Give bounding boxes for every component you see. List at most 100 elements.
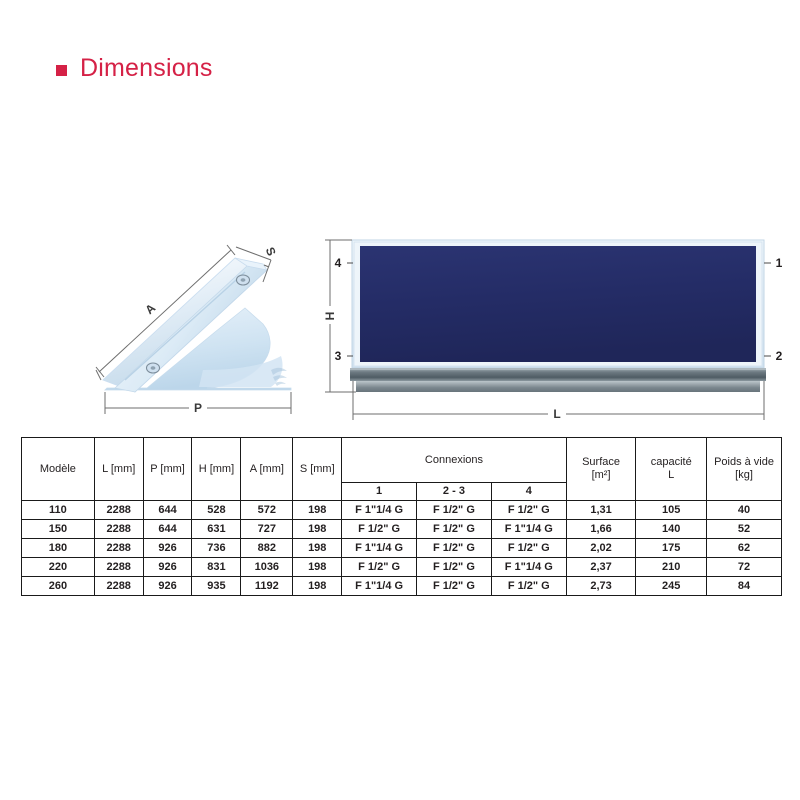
cell-capacite: 210 [635, 557, 708, 577]
header-conn-23: 2 - 3 [416, 482, 492, 501]
collector-panel-shape [102, 257, 268, 393]
cell-a: 1036 [240, 557, 294, 577]
cell-s: 198 [292, 557, 343, 577]
cell-p: 926 [142, 557, 193, 577]
cell-conn23: F 1/2" G [416, 519, 492, 539]
cell-surface: 1,66 [565, 519, 637, 539]
cell-h: 631 [191, 519, 242, 539]
dimension-label-h: H [323, 312, 337, 321]
cell-poids: 52 [706, 519, 782, 539]
header-poids-text: Poids à vide [714, 456, 774, 469]
cell-conn23: F 1/2" G [416, 557, 492, 577]
dimensions-table-container: Modèle L [mm] P [mm] H [mm] A [mm] S [mm… [21, 437, 782, 596]
cell-h: 831 [191, 557, 242, 577]
cell-conn1: F 1/2" G [341, 557, 418, 577]
cell-modele: 150 [21, 519, 95, 539]
cell-s: 198 [292, 538, 343, 558]
header-s: S [mm] [292, 437, 343, 501]
cell-modele: 110 [21, 500, 95, 520]
cell-surface: 2,73 [565, 576, 637, 596]
cell-s: 198 [292, 576, 343, 596]
header-modele: Modèle [21, 437, 95, 501]
cell-a: 882 [240, 538, 294, 558]
cell-p: 926 [142, 576, 193, 596]
header-surface-unit: [m²] [591, 469, 611, 481]
collector-front-view: 4 3 1 2 H [320, 232, 790, 427]
dimension-label-p: P [194, 401, 202, 415]
cell-surface: 2,02 [565, 538, 637, 558]
cell-l: 2288 [93, 538, 144, 558]
cell-poids: 72 [706, 557, 782, 577]
port-label-1: 1 [776, 256, 783, 270]
header-poids: Poids à vide [kg] [706, 437, 782, 501]
cell-conn23: F 1/2" G [416, 500, 492, 520]
page-heading: Dimensions [56, 56, 213, 81]
table-row: 180 2288 926 736 882 198 F 1"1/4 G F 1/2… [21, 538, 782, 558]
dimension-l: L [352, 381, 765, 422]
cell-s: 198 [292, 519, 343, 539]
collector-side-view: A S P [95, 220, 335, 425]
absorber-plate [360, 246, 756, 362]
cell-conn1: F 1"1/4 G [341, 538, 418, 558]
table-header-row-sub: 1 2 - 3 4 [22, 482, 782, 501]
cell-p: 644 [142, 500, 193, 520]
header-a: A [mm] [240, 437, 294, 501]
dimension-p: P [104, 392, 292, 415]
base-rail-upper [350, 369, 766, 381]
cell-conn23: F 1/2" G [416, 538, 492, 558]
dimension-label-l: L [553, 407, 560, 421]
cell-modele: 260 [21, 576, 95, 596]
cell-l: 2288 [93, 519, 144, 539]
cell-modele: 220 [21, 557, 95, 577]
header-surface: Surface [m²] [565, 437, 637, 501]
cell-conn4: F 1/2" G [490, 500, 567, 520]
mounting-bolts [145, 274, 251, 374]
cell-a: 727 [240, 519, 294, 539]
cell-conn1: F 1/2" G [341, 519, 418, 539]
cell-conn1: F 1"1/4 G [341, 576, 418, 596]
cell-poids: 62 [706, 538, 782, 558]
port-label-2: 2 [776, 349, 783, 363]
cell-conn4: F 1/2" G [490, 538, 567, 558]
table-row: 150 2288 644 631 727 198 F 1/2" G F 1/2"… [21, 519, 782, 539]
cell-capacite: 105 [635, 500, 708, 520]
cell-l: 2288 [93, 500, 144, 520]
cell-poids: 40 [706, 500, 782, 520]
table-row: 220 2288 926 831 1036 198 F 1/2" G F 1/2… [21, 557, 782, 577]
technical-drawings: A S P [0, 210, 800, 425]
table-row: 260 2288 926 935 1192 198 F 1"1/4 G F 1/… [21, 576, 782, 596]
header-surface-text: Surface [582, 456, 621, 469]
cell-a: 572 [240, 500, 294, 520]
cell-l: 2288 [93, 576, 144, 596]
header-h: H [mm] [191, 437, 242, 501]
cell-conn1: F 1"1/4 G [341, 500, 418, 520]
cell-h: 736 [191, 538, 242, 558]
cell-l: 2288 [93, 557, 144, 577]
port-marker-2: 2 [764, 349, 783, 363]
cell-h: 935 [191, 576, 242, 596]
cell-poids: 84 [706, 576, 782, 596]
port-label-3: 3 [335, 349, 342, 363]
cell-capacite: 140 [635, 519, 708, 539]
port-marker-1: 1 [764, 256, 783, 270]
dimension-label-s: S [263, 245, 279, 258]
cell-s: 198 [292, 500, 343, 520]
cell-a: 1192 [240, 576, 294, 596]
table-body: 110 2288 644 528 572 198 F 1"1/4 G F 1/2… [21, 500, 782, 596]
cell-capacite: 245 [635, 576, 708, 596]
dimension-h: H [323, 239, 356, 393]
header-capacite-text: capacité [650, 456, 692, 469]
table-header-row-main: Modèle L [mm] P [mm] H [mm] A [mm] S [mm… [21, 437, 782, 501]
cell-p: 644 [142, 519, 193, 539]
header-capacite-unit: L [668, 469, 675, 481]
header-conn-1: 1 [341, 482, 418, 501]
cell-p: 926 [142, 538, 193, 558]
header-connexions-group: Connexions [341, 437, 567, 483]
port-marker-3: 3 [335, 349, 353, 363]
cell-h: 528 [191, 500, 242, 520]
base-rail-lower [356, 381, 760, 392]
cell-surface: 2,37 [565, 557, 637, 577]
cell-conn4: F 1"1/4 G [490, 557, 567, 577]
support-stand-shape [104, 307, 292, 391]
dimension-label-a: A [142, 301, 158, 317]
